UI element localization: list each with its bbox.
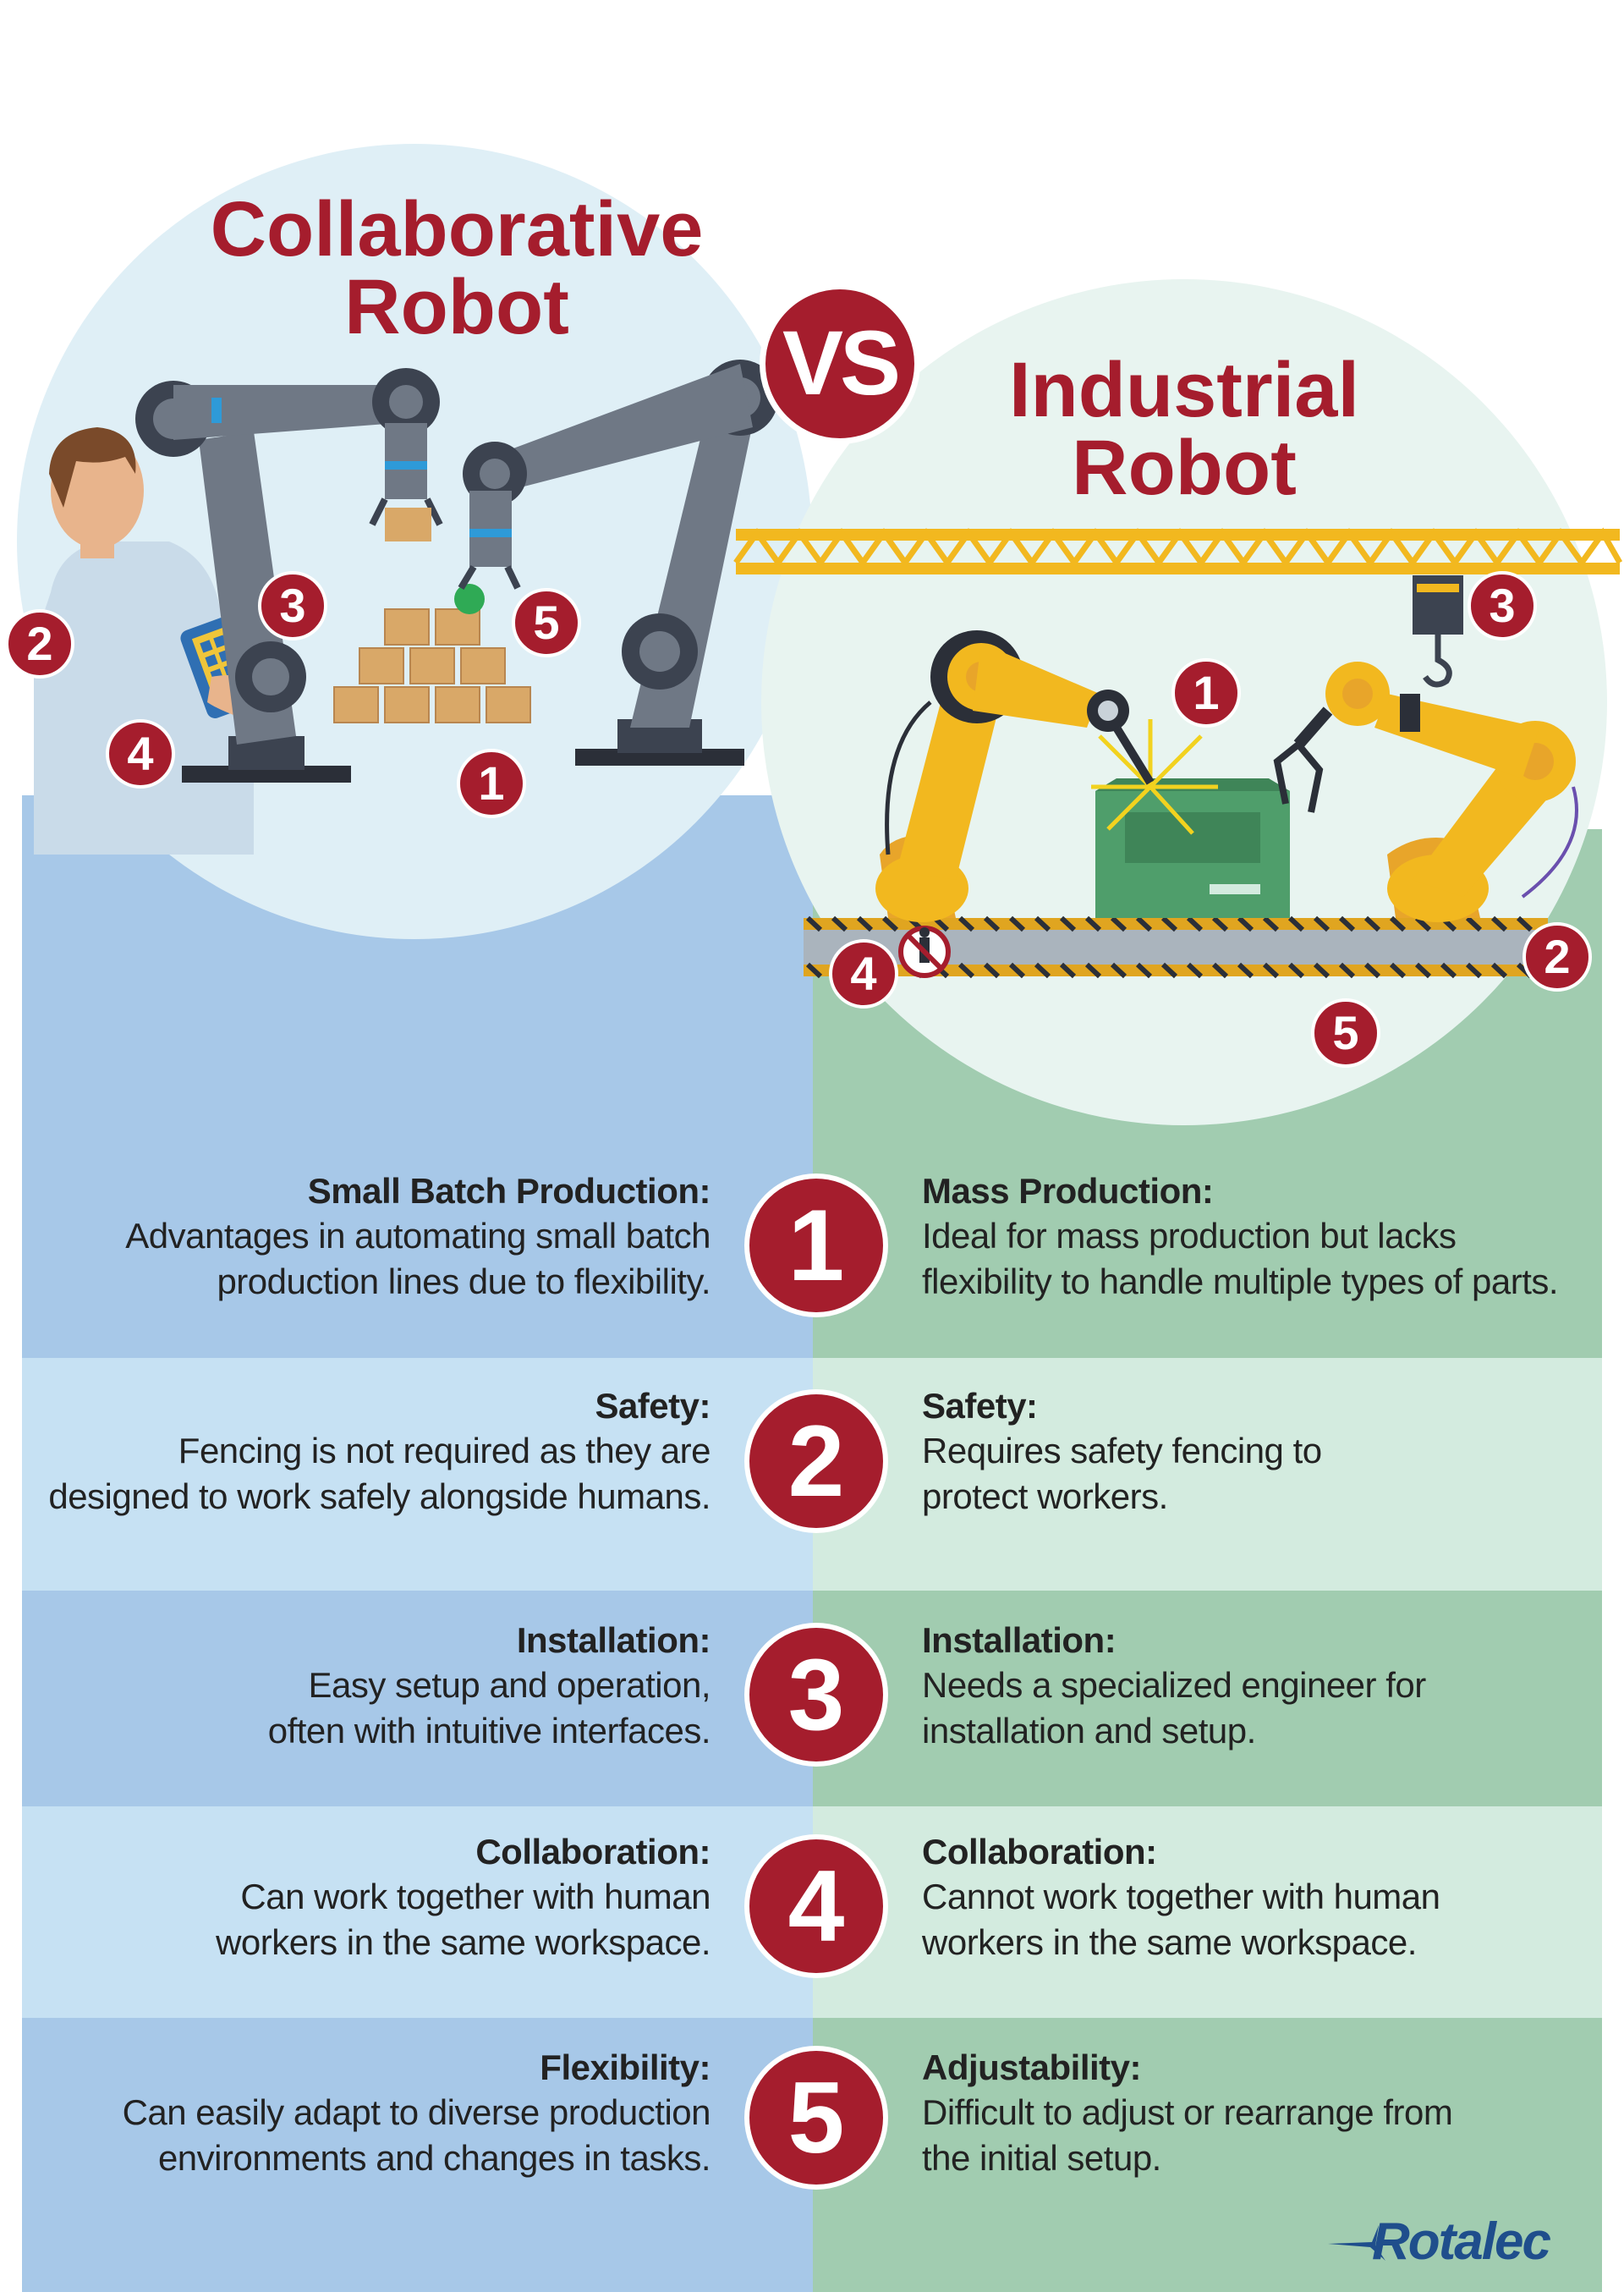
point-heading: Safety: (595, 1386, 710, 1426)
row-3-right-bg (813, 1591, 1602, 1806)
point-text: Can easily adapt to diverse production (122, 2092, 711, 2132)
point-number-5: 5 (744, 2046, 888, 2190)
industrial-point-5: Adjustability: Difficult to adjust or re… (922, 2046, 1616, 2181)
cobot-arm-right (458, 360, 778, 766)
cobot-arm-left (135, 368, 443, 783)
industrial-badge-2: 2 (1522, 922, 1592, 992)
point-text: Fencing is not required as they are (178, 1431, 711, 1470)
row-2-right-bg (813, 1358, 1602, 1591)
collab-badge-1: 1 (457, 749, 526, 818)
point-heading: Installation: (922, 1620, 1116, 1660)
no-entry-sign-icon (898, 926, 951, 978)
collab-badge-2: 2 (5, 609, 74, 679)
industrial-badge-1: 1 (1171, 658, 1241, 728)
point-text: environments and changes in tasks. (157, 2138, 711, 2178)
point-text: Difficult to adjust or rearrange from (922, 2092, 1453, 2132)
row-1-left-bg (22, 1142, 813, 1358)
collaborative-robot-title: Collaborative Robot (169, 190, 744, 346)
point-text: workers in the same workspace. (216, 1922, 710, 1962)
row-1-right-bg (813, 1142, 1602, 1358)
point-number-1: 1 (744, 1173, 888, 1317)
title-line: Robot (1072, 425, 1297, 511)
star-logo-icon (1328, 2225, 1385, 2261)
point-text: Can work together with human (240, 1877, 710, 1916)
rotalec-logo: Rotalec (1320, 2208, 1590, 2276)
point-text: Advantages in automating small batch (125, 1216, 710, 1256)
logo-text: Rotalec (1372, 2212, 1551, 2271)
collab-point-5: Flexibility: Can easily adapt to diverse… (0, 2046, 711, 2181)
title-line: Industrial (1008, 347, 1360, 433)
collab-badge-5: 5 (512, 588, 581, 657)
boxes-stack (333, 608, 531, 723)
collab-point-1: Small Batch Production: Advantages in au… (0, 1169, 710, 1305)
row-4-right-bg (813, 1806, 1602, 2018)
point-heading: Installation: (516, 1620, 711, 1660)
collab-point-2: Safety: Fencing is not required as they … (0, 1384, 710, 1520)
point-heading: Adjustability: (922, 2047, 1142, 2087)
point-text: flexibility to handle multiple types of … (922, 1261, 1559, 1301)
row-4-left-bg (22, 1806, 813, 2018)
industrial-badge-3: 3 (1468, 571, 1537, 640)
point-text: installation and setup. (922, 1711, 1256, 1751)
point-text: designed to work safely alongside humans… (48, 1476, 710, 1516)
point-heading: Mass Production: (922, 1171, 1214, 1211)
industrial-robot-title: Industrial Robot (956, 351, 1413, 507)
industrial-badge-5: 5 (1311, 998, 1380, 1068)
welding-spark-icon (1091, 719, 1218, 835)
robots-illustration (34, 360, 1623, 979)
point-heading: Flexibility: (540, 2047, 710, 2087)
title-line: Collaborative (210, 186, 704, 272)
industrial-badge-4: 4 (829, 939, 898, 1009)
point-number-2: 2 (744, 1389, 888, 1533)
industrial-point-1: Mass Production: Ideal for mass producti… (922, 1169, 1616, 1305)
collab-point-3: Installation: Easy setup and operation, … (0, 1619, 711, 1754)
industrial-arm-left (875, 630, 1155, 922)
collab-point-4: Collaboration: Can work together with hu… (0, 1830, 710, 1965)
point-text: protect workers. (922, 1476, 1168, 1516)
industrial-arm-right (1273, 662, 1578, 922)
collab-badge-4: 4 (106, 719, 175, 789)
row-5-left-bg (22, 2018, 813, 2292)
point-text: Ideal for mass production but lacks (922, 1216, 1457, 1256)
industrial-point-3: Installation: Needs a specialized engine… (922, 1619, 1616, 1754)
point-text: production lines due to flexibility. (217, 1261, 710, 1301)
vs-badge: VS (760, 283, 920, 444)
point-text: Requires safety fencing to (922, 1431, 1322, 1470)
point-text: often with intuitive interfaces. (267, 1711, 711, 1751)
row-2-left-bg (22, 1358, 813, 1591)
row-5-right-bg (813, 2018, 1602, 2292)
point-heading: Collaboration: (922, 1832, 1157, 1872)
point-heading: Small Batch Production: (307, 1171, 711, 1211)
point-number-3: 3 (744, 1623, 888, 1767)
point-text: Cannot work together with human (922, 1877, 1440, 1916)
point-number-4: 4 (744, 1834, 888, 1978)
title-line: Robot (344, 264, 569, 350)
collab-badge-3: 3 (258, 571, 327, 640)
point-text: workers in the same workspace. (922, 1922, 1417, 1962)
row-3-left-bg (22, 1591, 813, 1806)
point-text: the initial setup. (922, 2138, 1161, 2178)
point-heading: Safety: (922, 1386, 1038, 1426)
crane-gantry (733, 527, 1623, 688)
workpiece-machine (1095, 778, 1290, 918)
point-text: Needs a specialized engineer for (922, 1665, 1426, 1705)
point-heading: Collaboration: (475, 1832, 710, 1872)
industrial-point-4: Collaboration: Cannot work together with… (922, 1830, 1616, 1965)
point-text: Easy setup and operation, (308, 1665, 710, 1705)
industrial-point-2: Safety: Requires safety fencing to prote… (922, 1384, 1616, 1520)
